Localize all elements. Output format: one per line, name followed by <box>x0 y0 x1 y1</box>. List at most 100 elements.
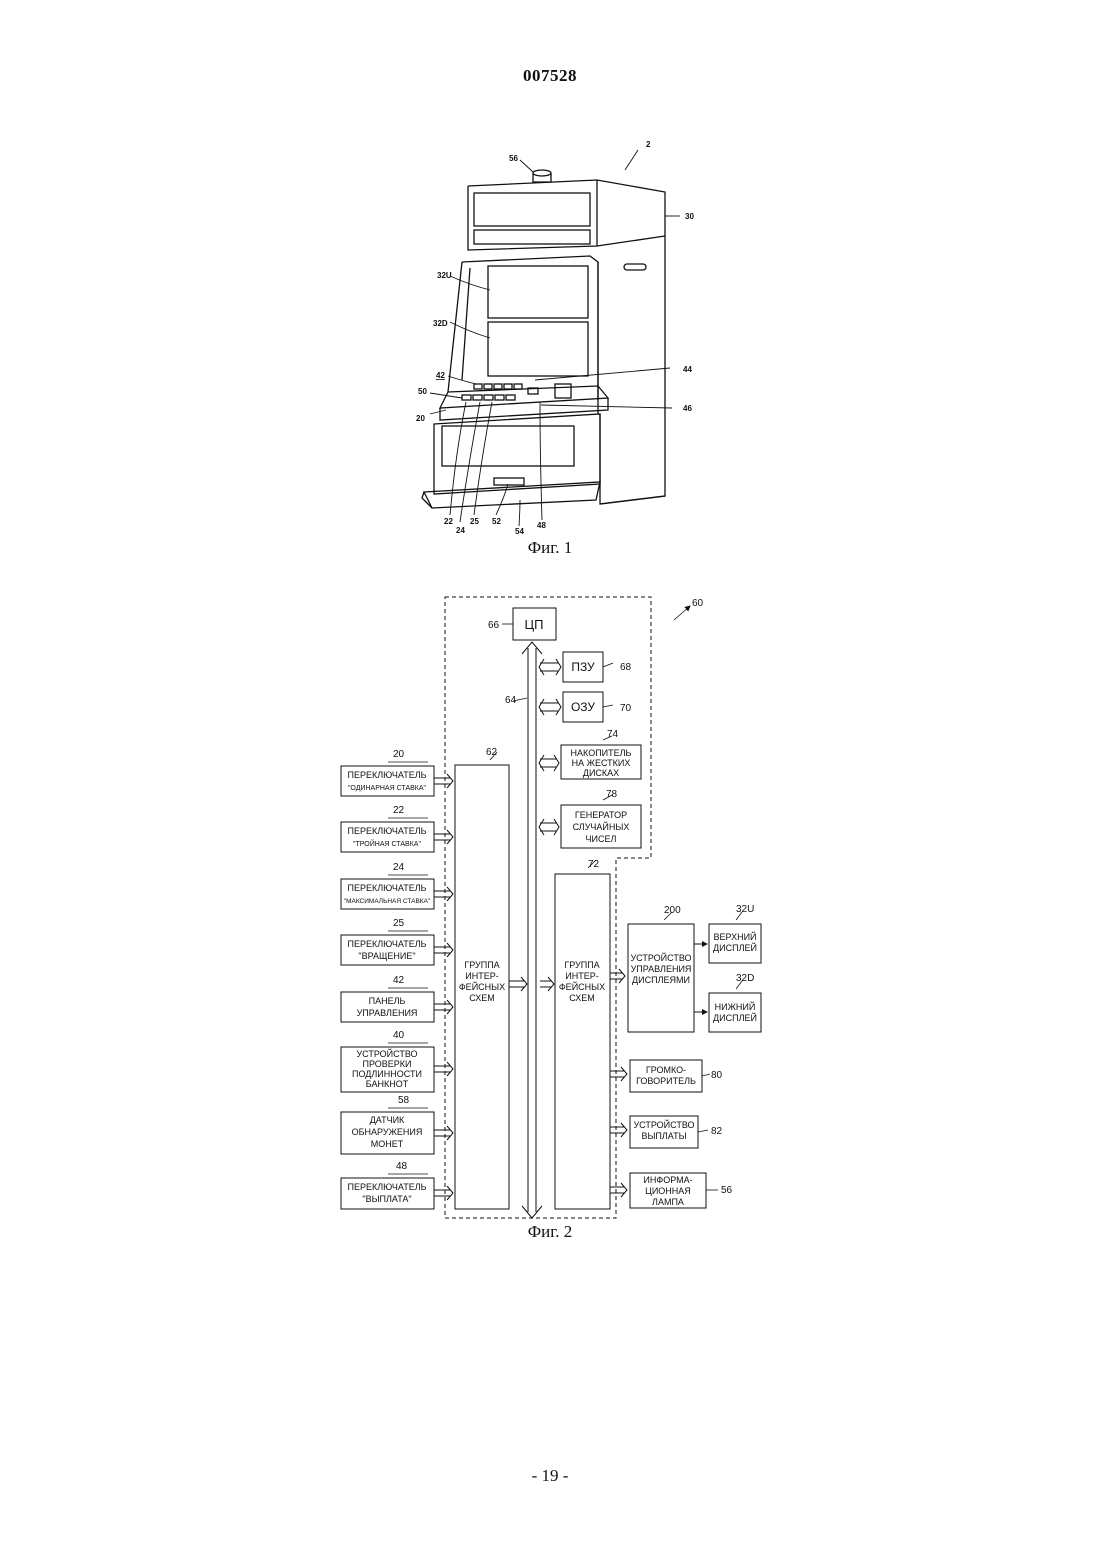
ref-46: 46 <box>683 404 692 413</box>
ref-input-25: 25 <box>393 918 405 929</box>
info-lamp-line-2: ЦИОННАЯ <box>645 1186 691 1196</box>
input-58-line-3: МОНЕТ <box>371 1139 404 1149</box>
input-48-line-2: "ВЫПЛАТА" <box>362 1194 411 1204</box>
left-interface-line-3: ФЕЙСНЫХ <box>459 981 505 992</box>
info-lamp-line-1: ИНФОРМА- <box>643 1175 692 1185</box>
ref-speaker: 80 <box>711 1070 723 1081</box>
input-25-line-1: ПЕРЕКЛЮЧАТЕЛЬ <box>347 939 426 949</box>
ref-24: 24 <box>456 526 465 535</box>
ref-54: 54 <box>515 527 524 536</box>
ref-payout-device: 82 <box>711 1126 723 1137</box>
input-48-line-1: ПЕРЕКЛЮЧАТЕЛЬ <box>347 1182 426 1192</box>
ref-lower-display: 32D <box>433 319 448 328</box>
page-number: - 19 - <box>0 1466 1100 1486</box>
input-42-line-2: УПРАВЛЕНИЯ <box>357 1008 418 1018</box>
input-20-line-2: "ОДИНАРНАЯ СТАВКА" <box>348 785 427 792</box>
ref-cpu: 66 <box>488 620 500 631</box>
ref-display-controller: 200 <box>664 905 681 916</box>
input-24-line-2: "МАКСИМАЛЬНАЯ СТАВКА" <box>344 898 431 905</box>
ref-left-interface: 62 <box>486 747 498 758</box>
ref-machine: 2 <box>646 140 651 149</box>
payout-device-line-2: ВЫПЛАТЫ <box>641 1131 686 1141</box>
speaker-line-1: ГРОМКО- <box>646 1065 686 1075</box>
ref-input-24: 24 <box>393 862 405 873</box>
ref-info-lamp: 56 <box>721 1185 733 1196</box>
right-interface-line-4: СХЕМ <box>569 993 595 1003</box>
ref-bus: 64 <box>505 695 517 706</box>
figure2-caption: Фиг. 2 <box>0 1222 1100 1242</box>
ref-system: 60 <box>692 598 704 609</box>
hdd-label-line-2: НА ЖЕСТКИХ <box>572 758 631 768</box>
input-40-line-2: ПРОВЕРКИ <box>363 1059 412 1069</box>
figure2-leader-lines <box>388 606 742 1190</box>
ref-upper-display: 32U <box>437 271 452 280</box>
display-controller-line-1: УСТРОЙСТВО <box>630 952 691 963</box>
input-20-line-1: ПЕРЕКЛЮЧАТЕЛЬ <box>347 770 426 780</box>
ref-control-panel: 42 <box>436 371 445 380</box>
upper-display-line-2: ДИСПЛЕЙ <box>713 942 757 953</box>
ref-lamp: 56 <box>509 154 518 163</box>
figure2-labels: 60 66 ЦП 64 68 ПЗУ 70 ОЗУ 74 НАКОПИТЕЛЬ … <box>459 598 757 1207</box>
rng-label-line-2: СЛУЧАЙНЫХ <box>573 821 630 832</box>
display-controller-line-2: УПРАВЛЕНИЯ <box>631 964 692 974</box>
cpu-label: ЦП <box>525 617 544 632</box>
lower-display-line-1: НИЖНИЙ <box>715 1001 756 1012</box>
ref-input-48: 48 <box>396 1161 408 1172</box>
right-interface-line-2: ИНТЕР- <box>565 971 598 981</box>
input-40-line-4: БАНКНОТ <box>366 1079 409 1089</box>
input-42-line-1: ПАНЕЛЬ <box>369 996 406 1006</box>
rng-label-line-1: ГЕНЕРАТОР <box>575 810 627 820</box>
left-interface-line-1: ГРУППА <box>464 960 499 970</box>
input-25-line-2: "ВРАЩЕНИЕ" <box>358 951 415 961</box>
hdd-label-line-1: НАКОПИТЕЛЬ <box>571 748 632 758</box>
ref-input-22: 22 <box>393 805 405 816</box>
input-24-line-1: ПЕРЕКЛЮЧАТЕЛЬ <box>347 883 426 893</box>
ref-44: 44 <box>683 365 692 374</box>
rng-label-line-3: ЧИСЕЛ <box>586 834 617 844</box>
ref-rom: 68 <box>620 662 632 673</box>
figure2-connections <box>434 659 627 1200</box>
ram-label: ОЗУ <box>571 700 595 714</box>
ref-input-42: 42 <box>393 975 405 986</box>
ref-cabinet: 30 <box>685 212 694 221</box>
input-58-line-1: ДАТЧИК <box>370 1115 405 1125</box>
ref-ram: 70 <box>620 703 632 714</box>
left-interface-line-2: ИНТЕР- <box>465 971 498 981</box>
ref-52: 52 <box>492 517 501 526</box>
right-interface-box <box>555 874 610 1209</box>
ref-input-58: 58 <box>398 1095 410 1106</box>
input-40-line-1: УСТРОЙСТВО <box>356 1048 417 1059</box>
hdd-label-line-3: ДИСКАХ <box>583 768 619 778</box>
ref-50: 50 <box>418 387 427 396</box>
upper-display-line-1: ВЕРХНИЙ <box>713 931 756 942</box>
control-unit-dashed-boundary <box>445 597 651 1218</box>
lower-display-line-2: ДИСПЛЕЙ <box>713 1012 757 1023</box>
input-22-line-2: "ТРОЙНАЯ СТАВКА" <box>353 839 421 848</box>
ref-25: 25 <box>470 517 479 526</box>
input-40-line-3: ПОДЛИННОСТИ <box>352 1069 422 1079</box>
figure1-machine-drawing <box>422 170 665 508</box>
left-interface-line-4: СХЕМ <box>469 993 495 1003</box>
speaker-line-2: ГОВОРИТЕЛЬ <box>636 1076 696 1086</box>
ref-input-20: 20 <box>393 749 405 760</box>
ref-rng: 78 <box>606 789 618 800</box>
ref-input-40: 40 <box>393 1030 405 1041</box>
input-22-line-1: ПЕРЕКЛЮЧАТЕЛЬ <box>347 826 426 836</box>
rom-label: ПЗУ <box>571 660 595 674</box>
display-controller-line-3: ДИСПЛЕЯМИ <box>632 975 690 985</box>
input-58-line-2: ОБНАРУЖЕНИЯ <box>352 1127 423 1137</box>
display-arrows <box>694 944 707 1012</box>
ref-20: 20 <box>416 414 425 423</box>
ref-hdd: 74 <box>607 729 619 740</box>
ref-22: 22 <box>444 517 453 526</box>
ref-lower-display-2: 32D <box>736 973 754 984</box>
right-interface-line-1: ГРУППА <box>564 960 599 970</box>
system-bus <box>522 642 542 1218</box>
info-lamp-line-3: ЛАМПА <box>652 1197 684 1207</box>
input-device-labels: 20 ПЕРЕКЛЮЧАТЕЛЬ "ОДИНАРНАЯ СТАВКА" 22 П… <box>344 749 431 1204</box>
ref-upper-display-2: 32U <box>736 904 754 915</box>
figure1-reference-labels: 2 56 30 32U 32D 42 44 50 46 20 22 24 25 … <box>416 140 694 536</box>
payout-device-line-1: УСТРОЙСТВО <box>633 1119 694 1130</box>
ref-right-interface: 72 <box>588 859 600 870</box>
